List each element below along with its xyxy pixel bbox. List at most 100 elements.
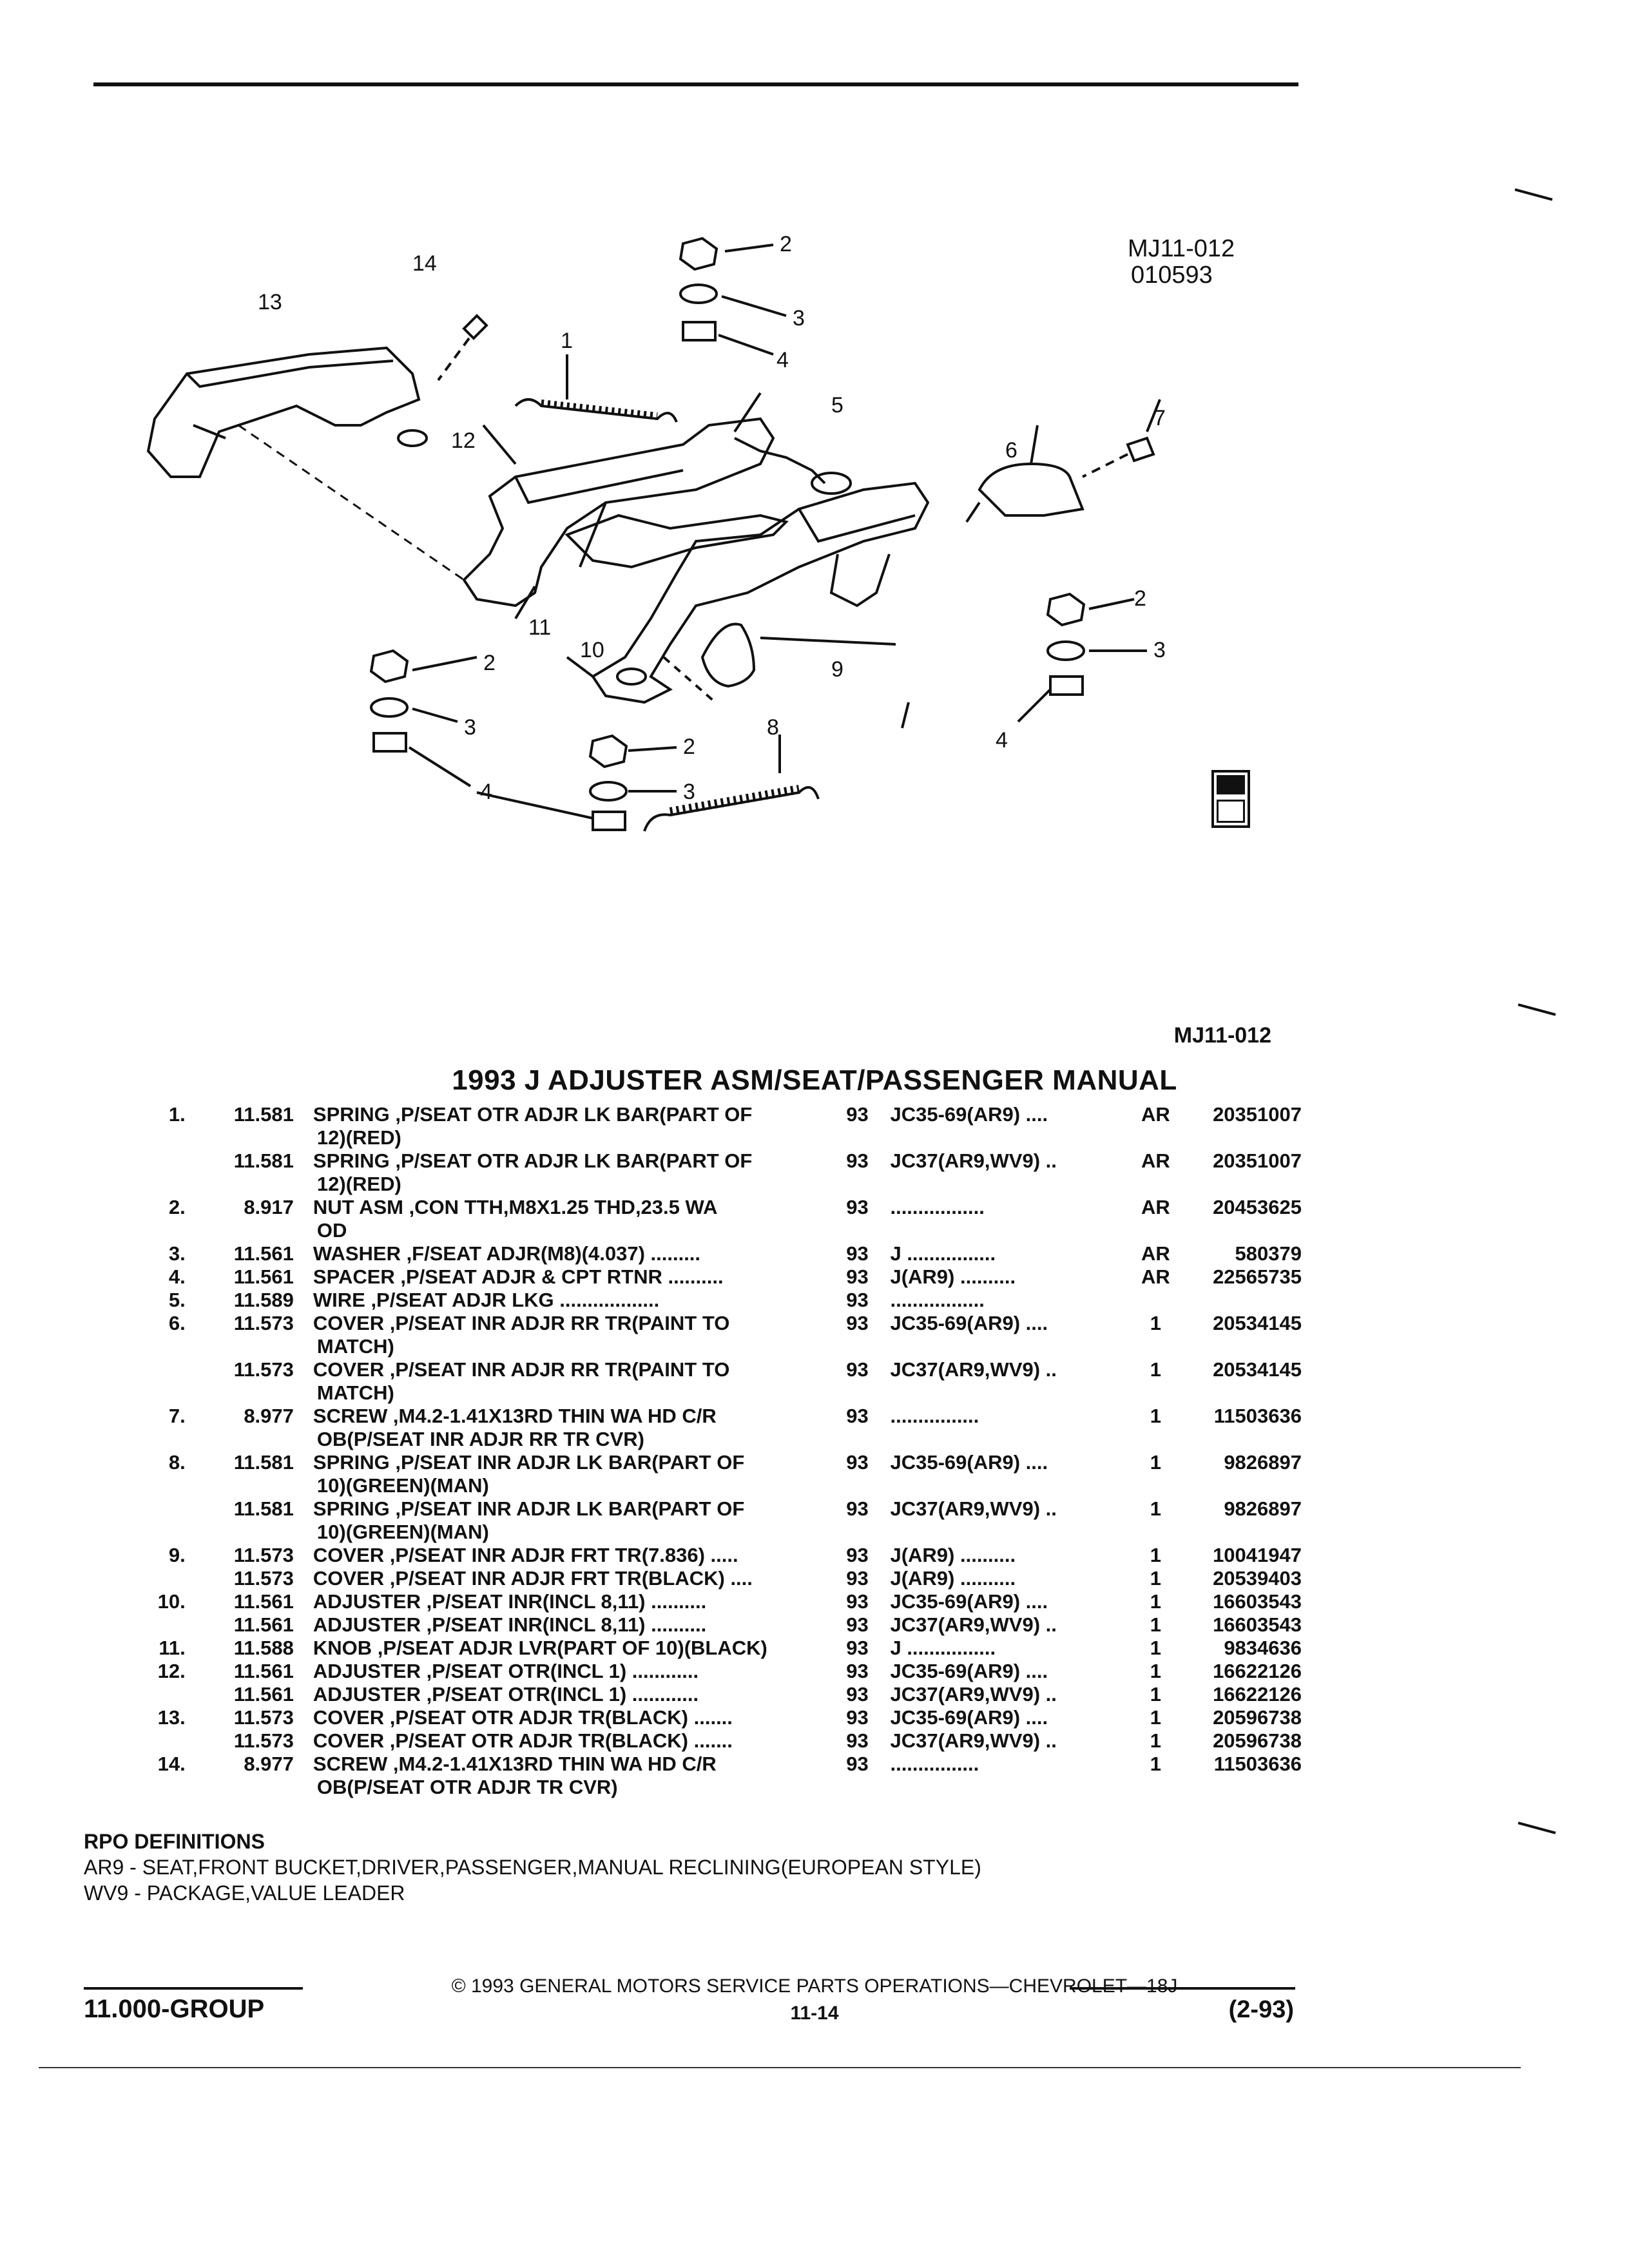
part-number: 580379 <box>1235 1242 1302 1265</box>
model-year: 93 <box>846 1590 869 1613</box>
group-number: 11.561 <box>233 1660 294 1682</box>
model-year: 93 <box>846 1706 869 1729</box>
model-codes: JC35-69(AR9) .... <box>890 1103 1048 1126</box>
group-number: 11.581 <box>233 1451 294 1474</box>
quantity: AR <box>1141 1265 1170 1288</box>
callout-4-top: 4 <box>776 348 789 372</box>
part-13-outer-cover <box>146 346 421 478</box>
group-number: 8.977 <box>244 1405 294 1427</box>
table-row: 8. 11.581 SPRING ,P/SEAT INR ADJR LK BAR(P… <box>129 1451 1302 1497</box>
description-line: ADJUSTER ,P/SEAT OTR(INCL 1) ...........… <box>313 1660 699 1682</box>
callout-8: 8 <box>767 715 779 740</box>
group-number: 11.561 <box>233 1265 294 1288</box>
page-edge-mark <box>1518 1821 1556 1834</box>
part-number: 9826897 <box>1224 1451 1302 1474</box>
description-line: COVER ,P/SEAT INR ADJR RR TR(PAINT TO <box>313 1358 730 1381</box>
item-number: 2. <box>168 1196 186 1218</box>
fastener-set-right <box>1046 592 1086 696</box>
model-year: 93 <box>846 1312 869 1334</box>
item-number <box>129 1683 211 1706</box>
part-description: WIRE ,P/SEAT ADJR LKG .................. <box>313 1289 846 1312</box>
exploded-parts-diagram: 13 14 2 3 4 1 5 12 6 7 11 2 10 9 2 3 2 3… <box>146 232 1166 832</box>
rpo-def-wv9: WV9 - PACKAGE,VALUE LEADER <box>84 1881 405 1905</box>
group-number: 11.573 <box>233 1567 294 1590</box>
item-number: 14. <box>157 1753 186 1775</box>
page-edge-mark <box>1518 1003 1556 1016</box>
part-number: 20539403 <box>1213 1567 1302 1590</box>
item-number: 12. <box>157 1660 186 1682</box>
description-line: SCREW ,M4.2-1.41X13RD THIN WA HD C/R <box>313 1753 717 1775</box>
quantity: 1 <box>1150 1544 1161 1566</box>
description-continuation: 10)(GREEN)(MAN) <box>316 1521 489 1543</box>
model-codes: JC37(AR9,WV9) .. <box>890 1358 1057 1381</box>
quantity: AR <box>1141 1149 1170 1172</box>
callout-7: 7 <box>1153 406 1166 430</box>
description-line: KNOB ,P/SEAT ADJR LVR(PART OF 10)(BLACK) <box>313 1637 767 1659</box>
description-line: NUT ASM ,CON TTH,M8X1.25 THD,23.5 WA <box>313 1196 718 1218</box>
model-year: 93 <box>846 1289 869 1311</box>
model-codes: J(AR9) .......... <box>890 1567 1016 1590</box>
quantity: 1 <box>1150 1567 1161 1590</box>
description-line: SPRING ,P/SEAT INR ADJR LK BAR(PART OF <box>313 1497 745 1520</box>
group-number: 11.589 <box>233 1289 294 1311</box>
group-number: 11.573 <box>233 1544 294 1566</box>
group-number: 11.581 <box>233 1103 294 1126</box>
item-number: 11. <box>159 1637 186 1659</box>
part-description: KNOB ,P/SEAT ADJR LVR(PART OF 10)(BLACK) <box>313 1637 846 1660</box>
part-7-screw <box>1126 436 1155 463</box>
callout-5: 5 <box>831 393 843 418</box>
group-number: 11.561 <box>233 1613 294 1636</box>
group-number: 11.573 <box>233 1358 294 1381</box>
part-description: ADJUSTER ,P/SEAT OTR(INCL 1) ...........… <box>313 1683 846 1706</box>
item-number <box>129 1497 211 1544</box>
part-description: COVER ,P/SEAT INR ADJR FRT TR(BLACK) ...… <box>313 1567 846 1590</box>
model-year: 93 <box>846 1149 869 1172</box>
table-row: 12. 11.561 ADJUSTER ,P/SEAT OTR(INCL 1) ..… <box>129 1660 1302 1683</box>
model-year: 93 <box>846 1753 869 1775</box>
model-codes: JC37(AR9,WV9) .. <box>890 1497 1057 1520</box>
model-codes: ................ <box>890 1405 979 1427</box>
item-number: 8. <box>168 1451 186 1474</box>
description-continuation: OB(P/SEAT OTR ADJR TR CVR) <box>316 1776 618 1798</box>
part-number: 16603543 <box>1213 1613 1302 1636</box>
item-number: 6. <box>168 1312 186 1334</box>
model-codes: ................ <box>890 1753 979 1775</box>
model-year: 93 <box>846 1729 869 1752</box>
description-continuation: OB(P/SEAT INR ADJR RR TR CVR) <box>316 1428 644 1450</box>
callout-11: 11 <box>528 615 551 640</box>
description-line: SPACER ,P/SEAT ADJR & CPT RTNR .........… <box>313 1265 724 1288</box>
part-10-inner-adjuster <box>591 481 930 704</box>
group-number: 11.588 <box>233 1637 294 1659</box>
callout-3-mid: 3 <box>683 780 695 804</box>
callout-2-top: 2 <box>780 232 792 256</box>
callout-14: 14 <box>412 251 437 276</box>
quantity: 1 <box>1150 1497 1161 1520</box>
callout-1: 1 <box>561 329 573 353</box>
part-number <box>1181 1289 1302 1312</box>
description-line: WASHER ,F/SEAT ADJR(M8)(4.037) ......... <box>313 1242 701 1265</box>
part-number: 9834636 <box>1224 1637 1302 1659</box>
item-number: 13. <box>157 1706 186 1729</box>
model-codes: JC37(AR9,WV9) .. <box>890 1613 1057 1636</box>
quantity: 1 <box>1150 1590 1161 1613</box>
item-number: 9. <box>168 1544 186 1566</box>
part-number: 20351007 <box>1213 1103 1302 1126</box>
quantity: 1 <box>1150 1637 1161 1659</box>
model-year: 93 <box>846 1265 869 1288</box>
group-number: 11.573 <box>233 1312 294 1334</box>
description-line: COVER ,P/SEAT INR ADJR FRT TR(BLACK) ...… <box>313 1567 753 1590</box>
callout-4-right: 4 <box>996 728 1008 753</box>
rpo-def-ar9: AR9 - SEAT,FRONT BUCKET,DRIVER,PASSENGER… <box>84 1856 981 1879</box>
item-number <box>129 1567 211 1590</box>
description-continuation: MATCH) <box>316 1381 394 1404</box>
